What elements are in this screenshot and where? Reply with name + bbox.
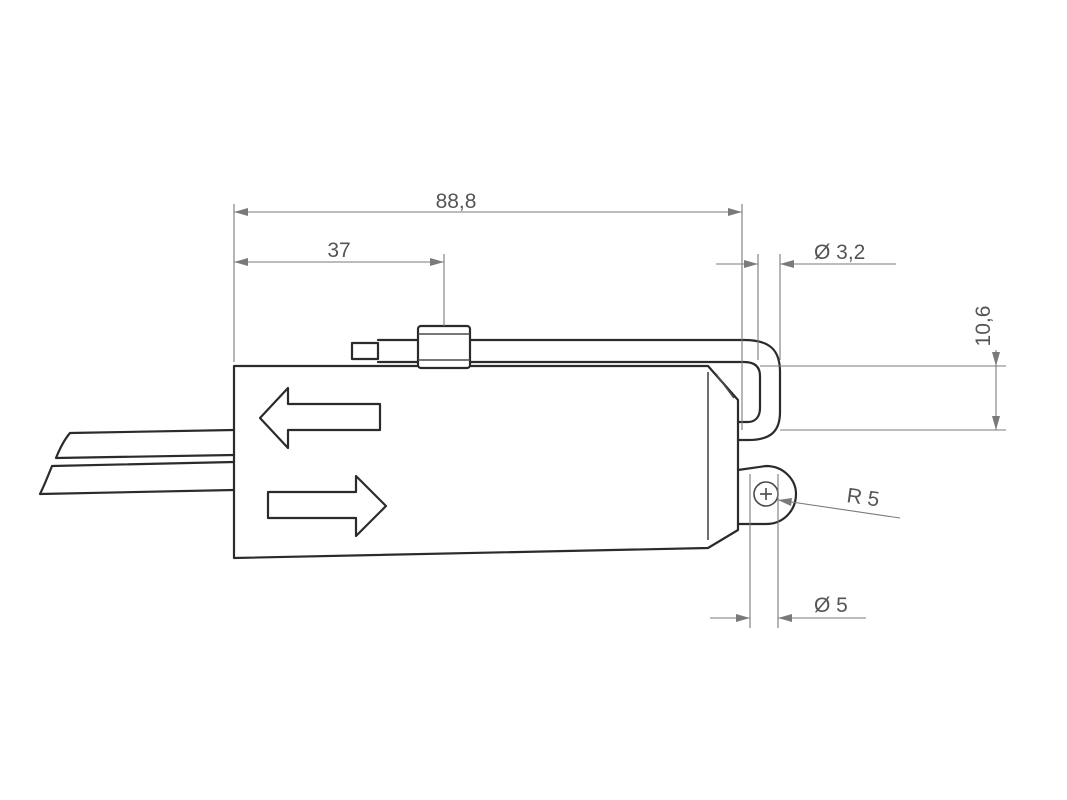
actuator-rod	[350, 338, 782, 442]
dimension-knob-offset: 37	[234, 239, 445, 326]
dimension-eye-radius: R 5	[777, 484, 901, 519]
switch-housing	[232, 364, 740, 560]
dimension-hook-diameter-label: Ø 3,2	[814, 241, 865, 264]
dimension-eye-diameter: Ø 5	[710, 474, 866, 628]
dimension-hook-height-label: 10,6	[972, 306, 995, 347]
double-arrow-right-icon	[266, 474, 388, 538]
dimension-hook-height: 10,6	[760, 306, 1006, 431]
dimension-hook-diameter: Ø 3,2	[716, 241, 896, 360]
cable	[38, 428, 236, 496]
double-arrow-left-icon	[258, 386, 382, 450]
dimension-overall-length-label: 88,8	[436, 190, 477, 213]
actuator-knob	[416, 324, 472, 370]
dimension-eye-diameter-label: Ø 5	[814, 594, 848, 617]
dimension-eye-radius-label: R 5	[845, 484, 881, 511]
dimension-overall-length: 88,8	[233, 190, 743, 430]
mounting-eyelet	[736, 464, 798, 526]
dimension-knob-offset-label: 37	[327, 239, 350, 262]
